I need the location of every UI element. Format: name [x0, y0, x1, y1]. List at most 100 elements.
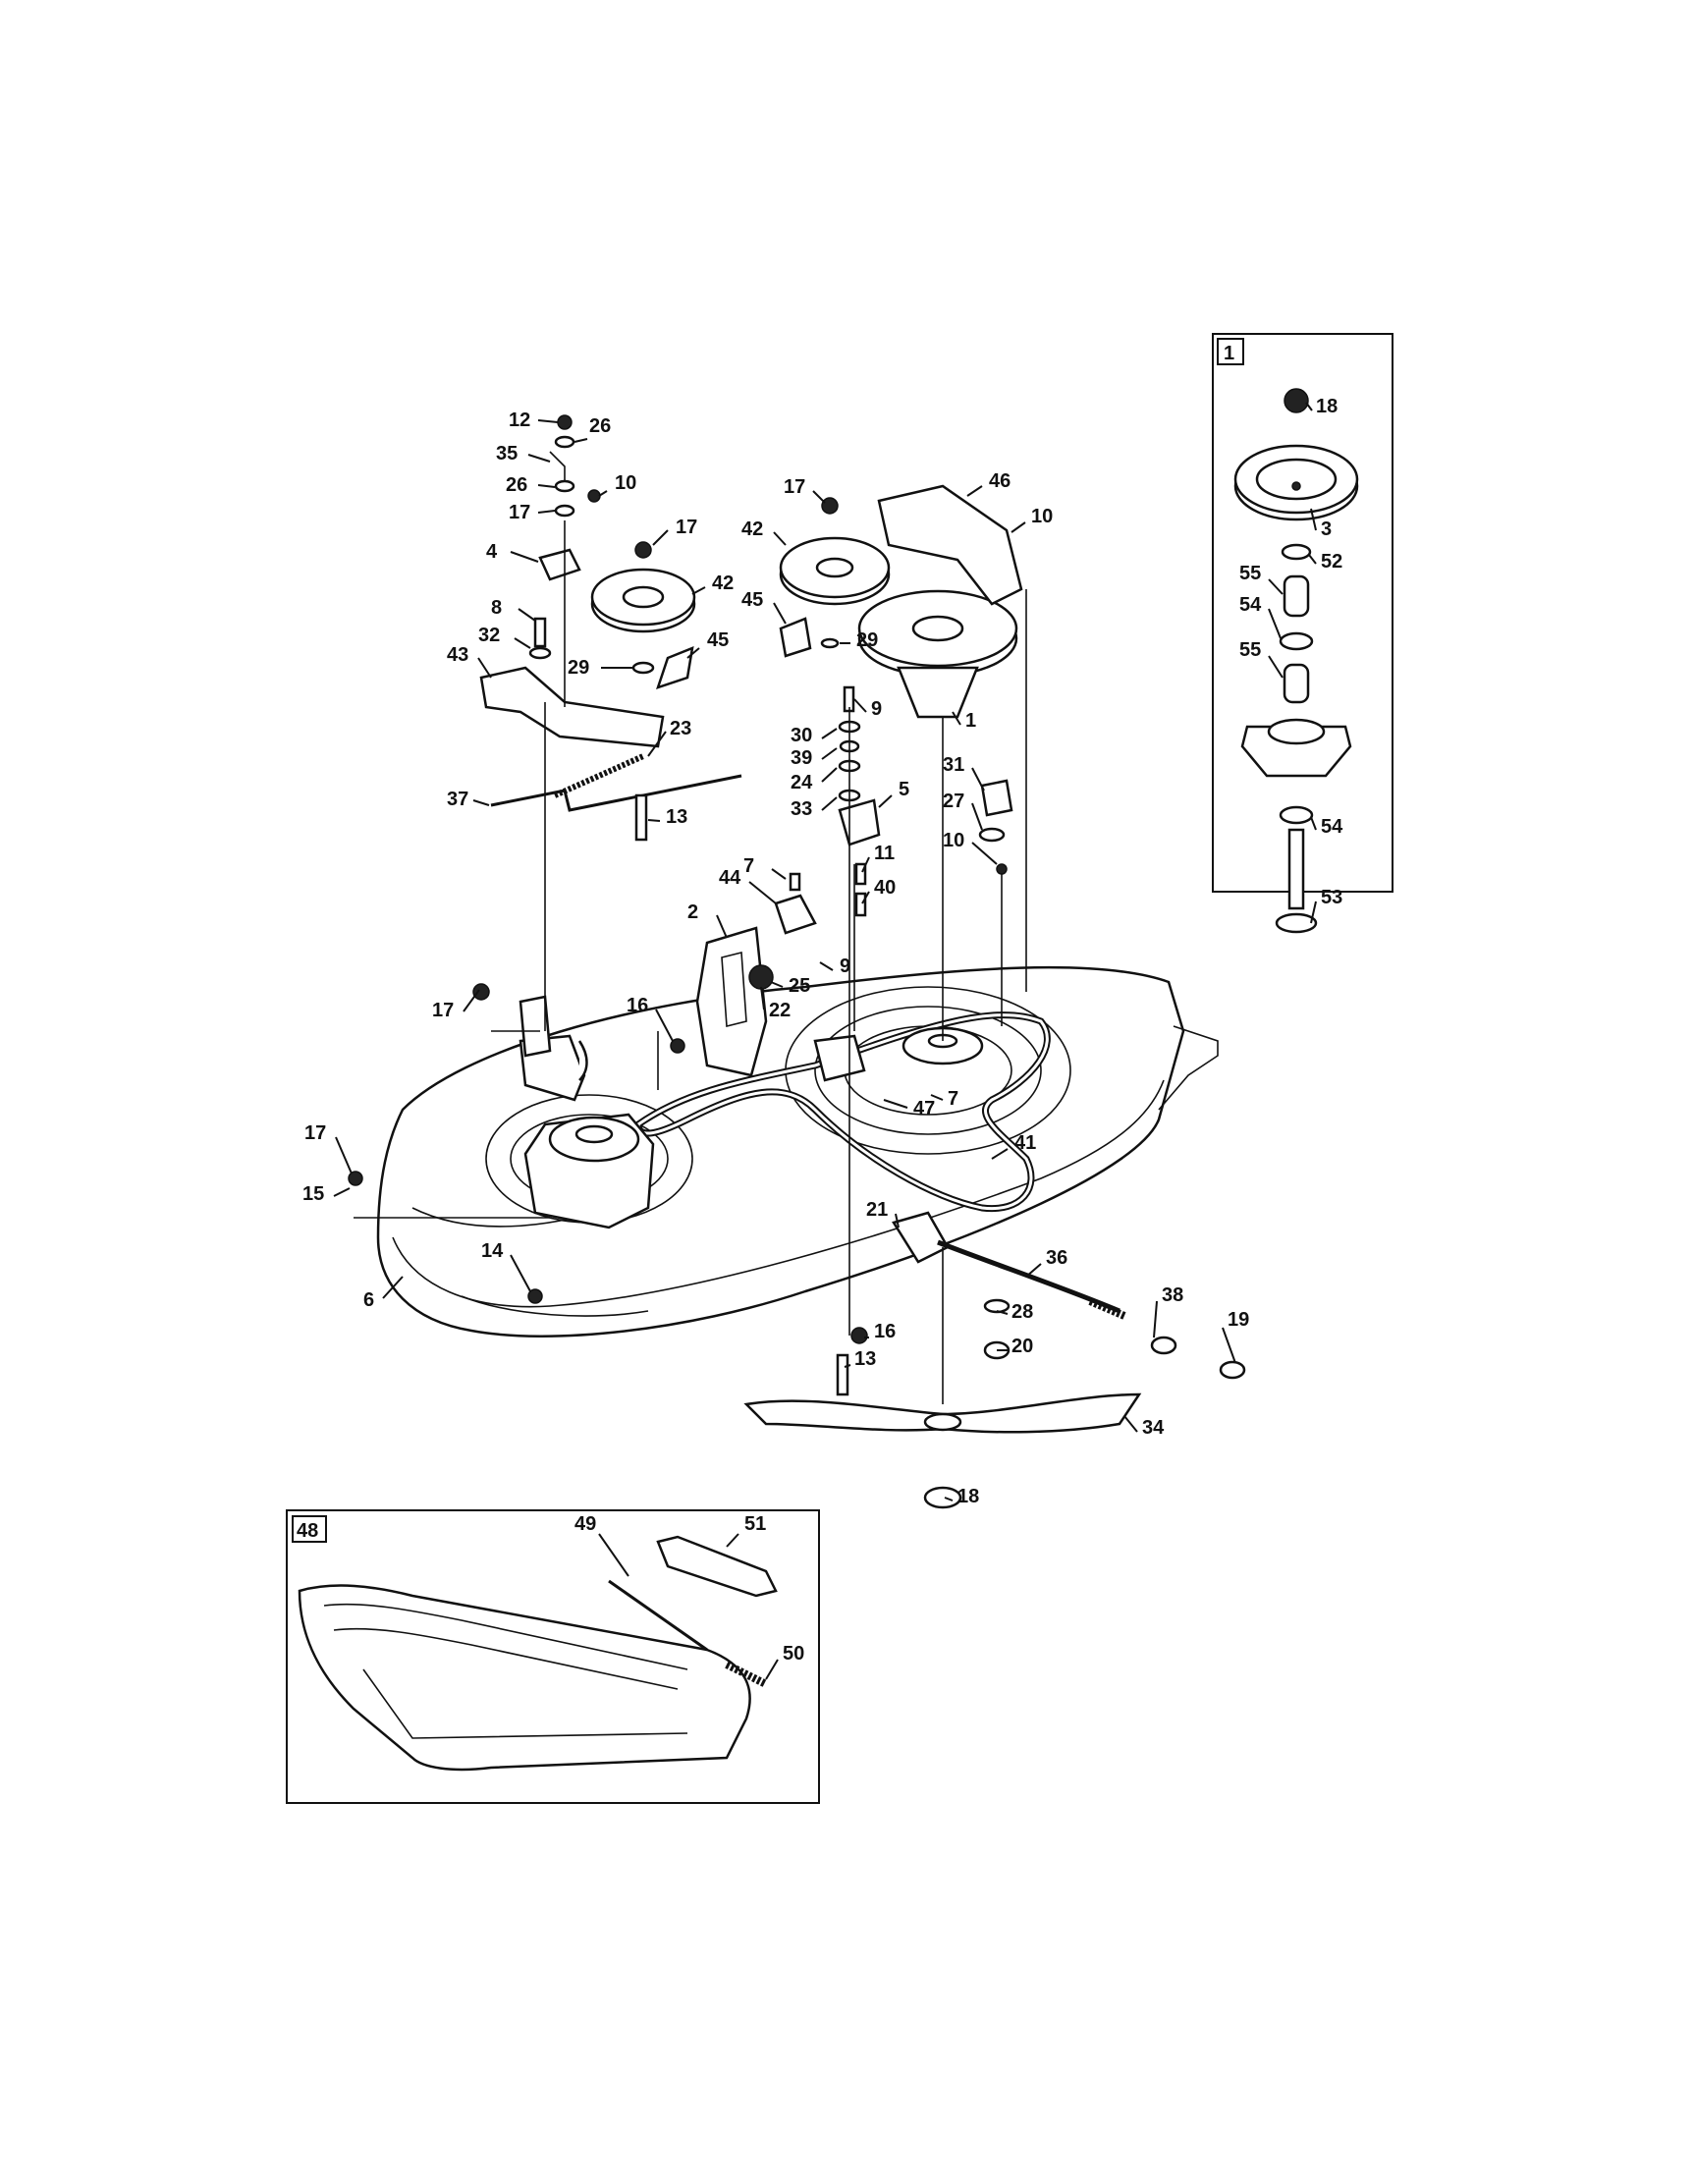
callout-leader: [382, 1276, 404, 1299]
part-callout-10: 10: [615, 472, 636, 494]
part-callout-45: 45: [707, 629, 729, 651]
part-callout-22: 22: [769, 1000, 791, 1021]
part-callout-18: 18: [1316, 396, 1338, 417]
part-callout-35: 35: [496, 443, 518, 464]
callout-leader: [1268, 655, 1284, 679]
part-callout-25: 25: [789, 975, 810, 997]
callout-leader: [991, 1148, 1009, 1160]
part-callout-12: 12: [509, 410, 530, 431]
callout-leader: [647, 819, 661, 822]
left-pulley-housing: [519, 1034, 655, 1229]
callout-leader: [861, 891, 870, 904]
part-callout-3: 3: [1321, 519, 1332, 540]
part-callout-27: 27: [943, 791, 964, 812]
callout-leader: [821, 728, 838, 739]
part-callout-1: 1: [965, 710, 976, 732]
part-callout-33: 33: [791, 798, 812, 820]
callout-leader: [821, 767, 838, 783]
part-callout-16: 16: [874, 1321, 896, 1342]
callout-leader: [1222, 1327, 1236, 1364]
callout-leader: [598, 1533, 629, 1577]
part-callout-24: 24: [791, 772, 813, 793]
part-callout-6: 6: [363, 1289, 374, 1311]
part-callout-17: 17: [304, 1122, 326, 1144]
inset-mulch-kit: 48: [286, 1509, 820, 1804]
part-callout-51: 51: [744, 1513, 766, 1535]
part-callout-20: 20: [1011, 1336, 1033, 1357]
callout-leader: [1025, 1263, 1042, 1278]
part-callout-29: 29: [568, 657, 589, 679]
part-callout-26: 26: [506, 474, 527, 496]
part-callout-15: 15: [302, 1183, 324, 1205]
callout-leader: [773, 531, 787, 546]
callout-leader: [773, 602, 787, 625]
part-callout-23: 23: [670, 718, 691, 739]
callout-leader: [1310, 901, 1317, 924]
callout-leader: [883, 1099, 908, 1109]
part-callout-17: 17: [509, 502, 530, 523]
part-callout-9: 9: [840, 956, 850, 977]
part-callout-42: 42: [741, 519, 763, 540]
callout-leader: [477, 657, 492, 679]
callout-leader: [930, 1094, 944, 1101]
inset-spindle-label: 1: [1224, 343, 1234, 364]
part-callout-49: 49: [574, 1513, 596, 1535]
callout-leader: [1310, 508, 1317, 531]
callout-leader: [574, 438, 588, 443]
part-callout-7: 7: [948, 1088, 958, 1110]
callout-leader: [1268, 608, 1282, 639]
part-callout-41: 41: [1014, 1132, 1036, 1154]
callout-leader: [812, 490, 826, 504]
part-callout-10: 10: [943, 830, 964, 851]
callout-leader: [996, 1310, 1009, 1315]
callout-leader: [771, 868, 787, 880]
callout-leader: [1305, 402, 1313, 411]
part-callout-43: 43: [447, 644, 468, 666]
part-callout-5: 5: [899, 779, 909, 800]
callout-leader: [971, 842, 998, 865]
assembly-guide-lines: [354, 520, 1027, 1404]
callout-leader: [853, 698, 867, 713]
part-callout-4: 4: [486, 541, 498, 563]
part-callout-34: 34: [1142, 1417, 1165, 1439]
callout-leader: [726, 1533, 739, 1548]
left-deck-bracket: [472, 983, 552, 1058]
part-callout-55: 55: [1239, 563, 1261, 584]
callout-leader: [514, 637, 531, 649]
part-callout-14: 14: [481, 1240, 504, 1262]
callout-leader: [510, 1254, 531, 1292]
inset-spindle-breakdown: 1: [1212, 333, 1393, 934]
callout-leader: [878, 794, 893, 808]
part-callout-37: 37: [447, 789, 468, 810]
callout-leader: [821, 796, 838, 811]
part-callout-28: 28: [1011, 1301, 1033, 1323]
part-callout-52: 52: [1321, 551, 1342, 573]
inset-mulch-label: 48: [297, 1520, 318, 1542]
part-callout-18: 18: [957, 1486, 979, 1507]
callout-leader: [971, 767, 985, 792]
callout-leader: [748, 881, 777, 904]
callout-leader: [691, 586, 706, 595]
part-callout-17: 17: [784, 476, 805, 498]
callout-leader: [518, 608, 536, 622]
part-callout-2: 2: [687, 901, 698, 923]
callout-leader: [944, 1497, 954, 1502]
callout-leader: [1310, 816, 1317, 831]
callout-leader: [463, 989, 480, 1012]
callout-leader: [966, 485, 983, 497]
callout-leader: [598, 490, 608, 497]
part-callout-46: 46: [989, 470, 1011, 492]
part-callout-55: 55: [1239, 639, 1261, 661]
part-callout-54: 54: [1321, 816, 1343, 838]
part-callout-16: 16: [627, 995, 648, 1016]
part-callout-32: 32: [478, 625, 500, 646]
callout-leader: [333, 1187, 351, 1197]
callout-leader: [1308, 554, 1317, 565]
callout-leader: [861, 856, 870, 873]
part-callout-50: 50: [783, 1643, 804, 1665]
part-callout-31: 31: [943, 754, 964, 776]
blade-assembly: [348, 1038, 1246, 1509]
callout-leader: [472, 799, 490, 806]
part-callout-30: 30: [791, 725, 812, 746]
